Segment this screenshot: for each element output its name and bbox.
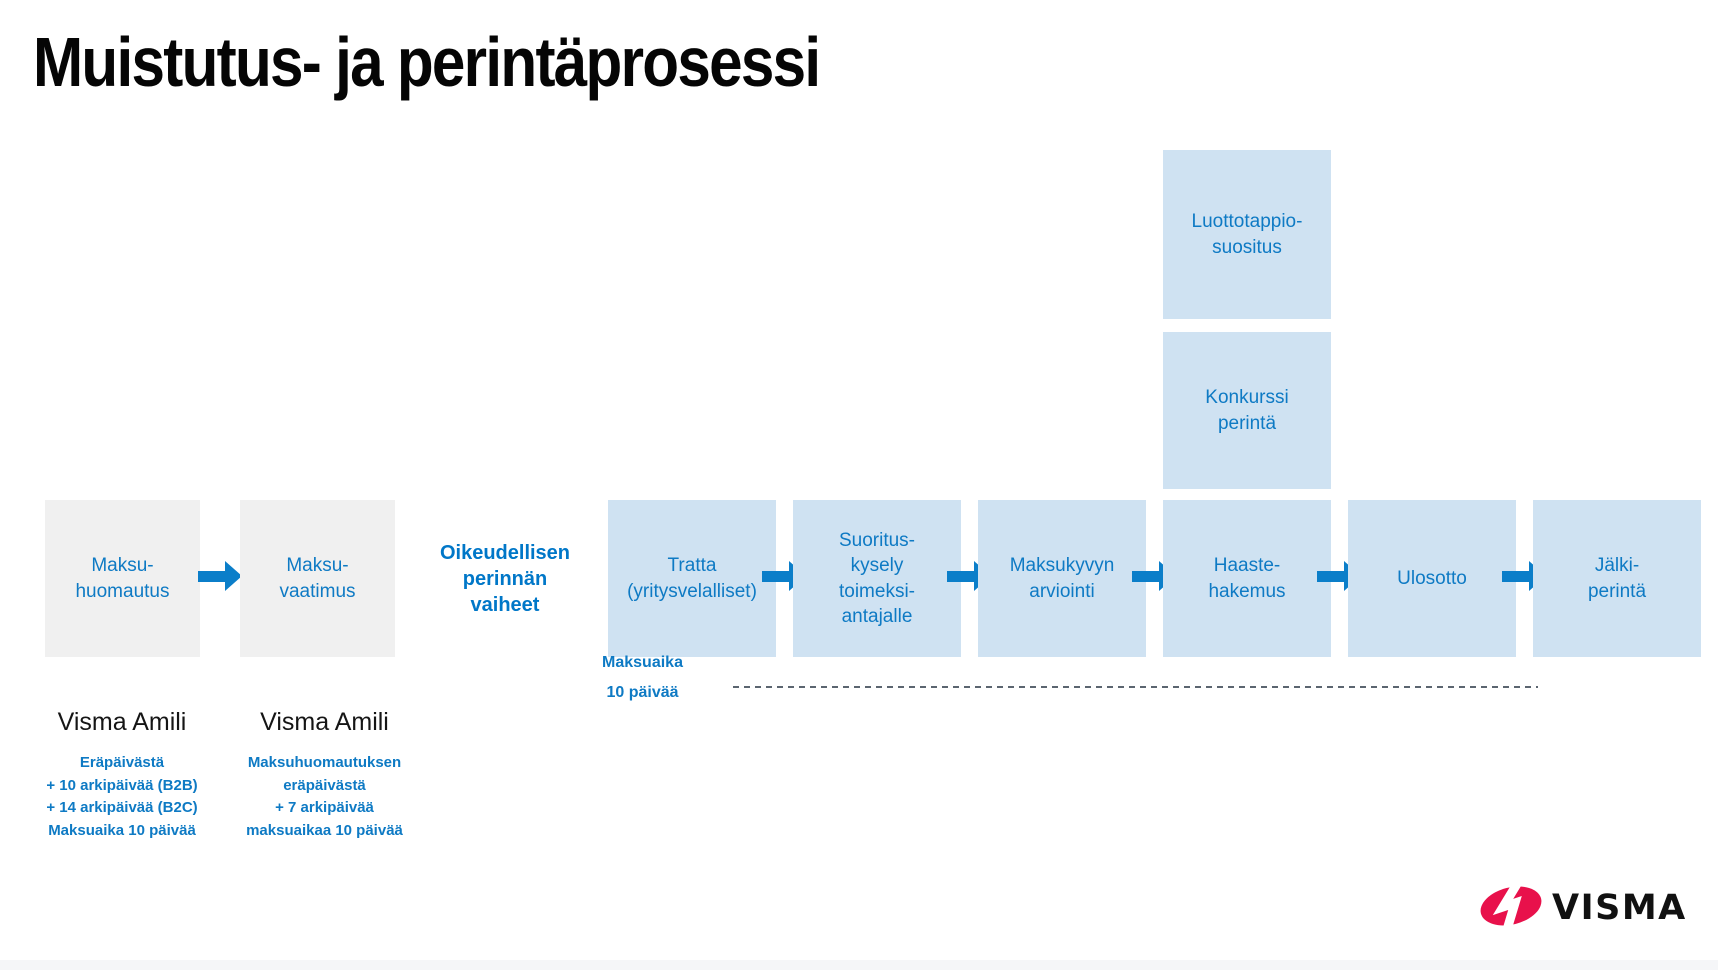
arrow-tail	[1317, 570, 1344, 582]
visma-logo: VISMA	[1480, 876, 1687, 935]
arrow-tail	[1132, 570, 1159, 582]
legal-phase-heading: Oikeudellisen perinnän vaiheet	[439, 541, 571, 616]
bottom-edge-strip	[0, 960, 1718, 970]
product-details-left: Eräpäivästä + 10 arkipäivää (B2B) + 14 a…	[46, 754, 198, 839]
visma-swoosh-icon	[1480, 876, 1542, 935]
step-luottotappiosuositus: Luottotappio- suositus	[1163, 150, 1331, 319]
dashed-timeline	[733, 686, 1538, 688]
arrow-tail	[762, 570, 789, 582]
product-label-right: Visma Amili	[260, 708, 389, 736]
step-jalkiperinta: Jälki- perintä	[1533, 500, 1701, 657]
product-label-left: Visma Amili	[57, 708, 187, 736]
step-maksuhuomautus: Maksu- huomautus	[45, 500, 200, 657]
arrow-tail	[198, 570, 225, 582]
step-suorituskysely: Suoritus- kysely toimeksi- antajalle	[793, 500, 961, 657]
step-maksukyvyn-arviointi: Maksukyvyn arviointi	[978, 500, 1146, 657]
arrow-tail	[1502, 570, 1529, 582]
step-konkurssiperinta: Konkurssi perintä	[1163, 332, 1331, 489]
page-title: Muistutus- ja perintäprosessi	[33, 23, 821, 101]
step-tratta: Tratta (yritysvelalliset)	[608, 500, 776, 657]
step-ulosotto: Ulosotto	[1348, 500, 1516, 657]
product-details-right: Maksuhuomautuksen eräpäivästä + 7 arkipä…	[246, 754, 403, 839]
arrow-head-icon	[225, 561, 242, 591]
payment-term-note: Maksuaika 10 päivää	[602, 654, 683, 701]
arrow-tail	[947, 570, 974, 582]
visma-wordmark: VISMA	[1552, 888, 1687, 928]
flow-arrow-1	[198, 561, 242, 591]
step-maksuvaatimus: Maksu- vaatimus	[240, 500, 395, 657]
step-haastehakemus: Haaste- hakemus	[1163, 500, 1331, 657]
